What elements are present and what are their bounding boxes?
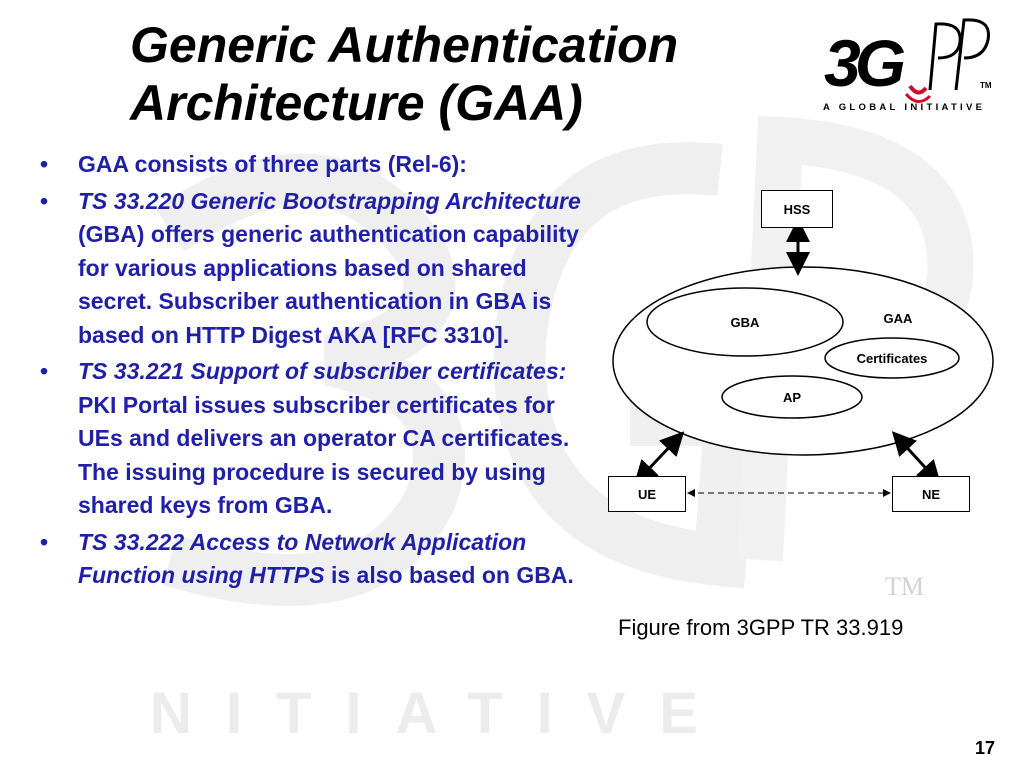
watermark-tagline: NITIATIVE bbox=[150, 681, 733, 746]
gba-ellipse bbox=[646, 287, 844, 357]
logo-red-swoosh bbox=[908, 84, 928, 95]
watermark-tm: TM bbox=[885, 572, 924, 601]
ap-ellipse bbox=[721, 375, 863, 419]
diagram-lines bbox=[612, 218, 994, 497]
ue-gaa-arrow bbox=[633, 431, 685, 485]
page-number: 17 bbox=[975, 738, 996, 758]
slide-title: Generic Authentication Architecture (GAA… bbox=[130, 16, 780, 132]
ne-box: NE bbox=[892, 476, 970, 512]
gba-label: GBA bbox=[730, 314, 760, 330]
bullet-dot: • bbox=[40, 358, 49, 384]
logo-p1 bbox=[928, 22, 962, 91]
bullet-dot: • bbox=[40, 528, 49, 555]
3gpp-logo: 3G TM bbox=[824, 18, 992, 103]
slide-title-line-2: Architecture (GAA) bbox=[130, 75, 583, 131]
logo-3g-text: 3G bbox=[824, 26, 905, 100]
gaa-label: GAA bbox=[883, 310, 913, 326]
bullet-item: • TS 33.222 Access to Network Applicatio… bbox=[34, 526, 594, 593]
bullet-dot: • bbox=[40, 151, 49, 177]
bullet-text: PKI Portal issues subscriber certificate… bbox=[78, 391, 570, 519]
bullet-item: • GAA consists of three parts (Rel-6): bbox=[34, 148, 594, 182]
hss-box: HSS bbox=[761, 190, 833, 228]
figure-caption: Figure from 3GPP TR 33.919 bbox=[618, 615, 904, 640]
slide-title-line-1: Generic Authentication bbox=[130, 17, 679, 73]
logo-tm: TM bbox=[980, 81, 992, 90]
gaa-architecture-diagram: HSS GAA GBA Certificates AP UE NE bbox=[590, 180, 1010, 520]
bullet-spec-title: TS 33.222 Access to Network Application … bbox=[78, 528, 527, 589]
certificates-ellipse bbox=[824, 337, 960, 379]
bullet-spec-title: TS 33.220 Generic Bootstrapping Architec… bbox=[78, 187, 581, 214]
bullet-list: • GAA consists of three parts (Rel-6): •… bbox=[34, 148, 594, 596]
bullet-text: GAA consists of three parts (Rel-6): bbox=[78, 151, 467, 177]
logo-p2 bbox=[954, 18, 990, 91]
certificates-label: Certificates bbox=[856, 350, 928, 366]
bullet-dot: • bbox=[40, 187, 49, 214]
ne-gaa-arrow bbox=[891, 431, 942, 485]
bullet-spec-title: TS 33.221 Support of subscriber certific… bbox=[78, 358, 567, 384]
ue-box: UE bbox=[608, 476, 686, 512]
bullet-item: • TS 33.221 Support of subscriber certif… bbox=[34, 355, 594, 523]
bullet-item: • TS 33.220 Generic Bootstrapping Archit… bbox=[34, 185, 594, 353]
ap-label: AP bbox=[782, 389, 802, 405]
logo-red-swoosh-2 bbox=[904, 92, 932, 103]
logo-tagline: A GLOBAL INITIATIVE bbox=[823, 102, 986, 113]
bullet-text: (GBA) offers generic authentication capa… bbox=[78, 221, 579, 348]
bullet-text: is also based on GBA. bbox=[324, 562, 574, 588]
